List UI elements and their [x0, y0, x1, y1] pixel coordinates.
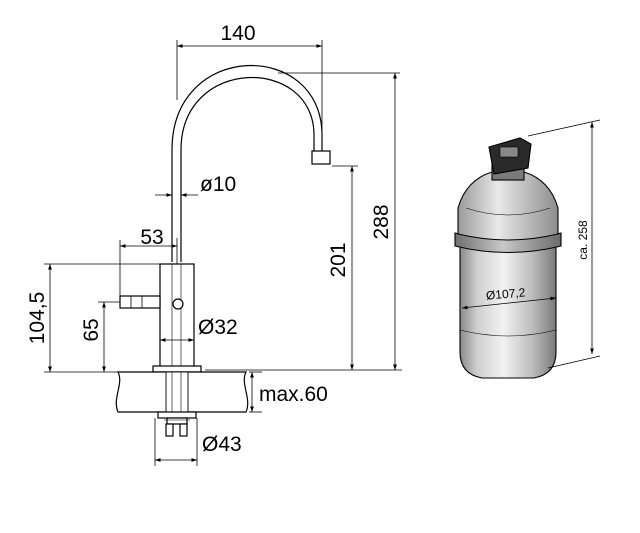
total-height-label: 288 [370, 204, 393, 239]
lever-length-label: 53 [140, 226, 163, 249]
faucet-dimensions [44, 40, 402, 466]
faucet-body [159, 263, 195, 371]
base-diameter-label: Ø43 [202, 433, 242, 456]
filter-diameter-label: Ø107,2 [485, 285, 526, 302]
lever-pivot [172, 298, 184, 310]
spout-reach-label: 140 [220, 22, 255, 45]
body-height-label: 104,5 [26, 292, 49, 345]
cartridge-body [459, 239, 557, 379]
filter-height-label: ca. 258 [576, 220, 590, 260]
spout-height-label: 201 [327, 242, 350, 277]
max-counter-thickness-label: max.60 [259, 383, 328, 406]
spout-nozzle [311, 150, 331, 165]
mounting-shaft [165, 371, 189, 413]
tube-diameter-label: ø10 [200, 173, 236, 196]
mounting-nut [157, 411, 197, 419]
lever-height-label: 65 [80, 318, 103, 341]
base-plate [152, 365, 202, 373]
spout-outer-line [171, 64, 323, 262]
spout-inner-line [180, 77, 315, 262]
lever-handle [119, 295, 161, 309]
filter-dimensions [461, 119, 601, 369]
body-diameter-label: Ø32 [198, 316, 238, 339]
cartridge-cap [457, 171, 559, 241]
filter-cartridge [454, 137, 562, 379]
faucet-drawing [115, 64, 331, 437]
